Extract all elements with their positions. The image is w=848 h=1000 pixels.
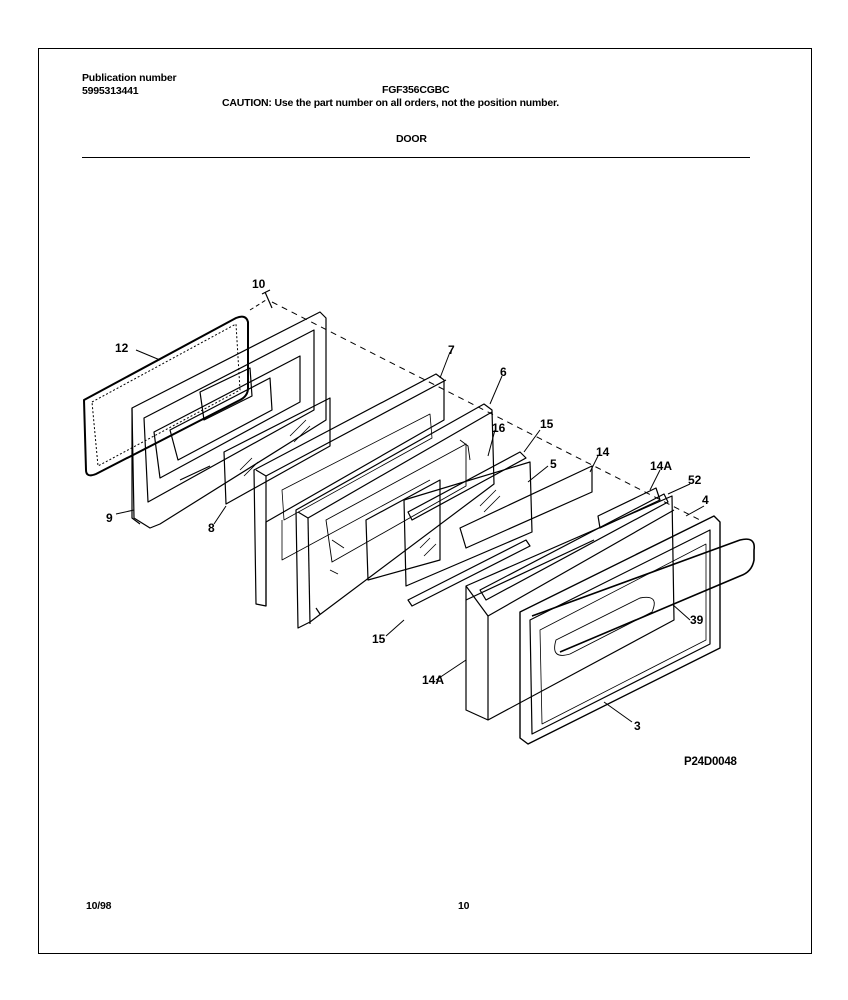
callout-10: 10 <box>252 277 266 291</box>
callout-15-top: 15 <box>540 417 554 431</box>
leader-lines <box>115 349 705 723</box>
footer-page-number: 10 <box>458 900 470 912</box>
callout-4: 4 <box>702 493 709 507</box>
section-title: DOOR <box>396 133 427 145</box>
diagram-code: P24D0048 <box>684 756 737 768</box>
caution-note: CAUTION: Use the part number on all orde… <box>222 97 560 109</box>
glass-channel-top <box>407 451 527 521</box>
callout-14A-bottom: 14A <box>422 673 444 687</box>
publication-label: Publication number <box>82 72 177 84</box>
callout-6: 6 <box>500 365 507 379</box>
callout-14A-top: 14A <box>650 459 672 473</box>
publication-number: 5995313441 <box>82 85 139 97</box>
outer-door-panel <box>465 495 675 721</box>
callout-39: 39 <box>690 613 704 627</box>
screw-part <box>261 289 273 309</box>
inner-door-liner <box>131 311 327 529</box>
callout-8: 8 <box>208 521 215 535</box>
callout-52: 52 <box>688 473 702 487</box>
header-divider <box>82 157 750 158</box>
callout-3: 3 <box>634 719 641 733</box>
door-gasket-inner <box>91 323 241 467</box>
callout-5: 5 <box>550 457 557 471</box>
callout-9: 9 <box>106 511 113 525</box>
assembly-line-short <box>249 299 267 311</box>
callout-12: 12 <box>115 341 129 355</box>
door-frame <box>519 515 721 745</box>
outer-panel-shield <box>459 465 595 601</box>
door-insulation <box>253 373 447 607</box>
door-handle <box>531 538 756 653</box>
callout-7: 7 <box>448 343 455 357</box>
callout-16: 16 <box>492 421 506 435</box>
door-gasket <box>83 315 249 477</box>
footer-date: 10/98 <box>86 900 112 912</box>
model-number: FGF356CGBC <box>382 84 450 96</box>
door-panel <box>295 403 495 629</box>
glass-channel-bottom <box>407 539 531 607</box>
assembly-line <box>271 301 701 521</box>
page-frame <box>38 48 812 954</box>
callout-15-bottom: 15 <box>372 632 386 646</box>
door-glass <box>365 461 533 587</box>
inner-glass <box>223 397 331 505</box>
glass-retainer-clip <box>597 487 661 529</box>
callout-14: 14 <box>596 445 610 459</box>
